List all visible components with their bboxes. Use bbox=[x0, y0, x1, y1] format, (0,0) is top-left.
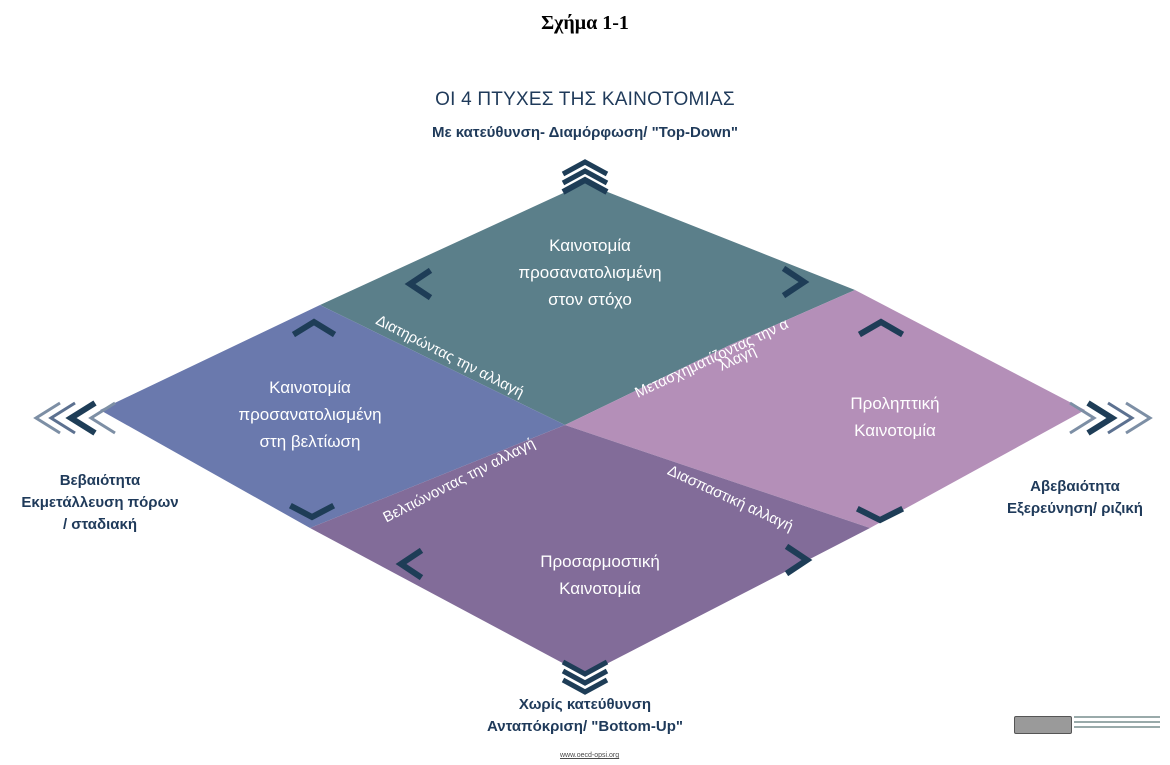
right-quadrant-down-chevron-icon bbox=[855, 505, 905, 524]
right-axis-label: Αβεβαιότητα Εξερεύνηση/ ριζική bbox=[980, 476, 1170, 520]
quadrant-right-line2: Καινοτομία bbox=[854, 421, 936, 440]
left-axis-line1: Βεβαιότητα bbox=[59, 472, 141, 489]
quadrant-bottom-label: Προσαρμοστική Καινοτομία bbox=[500, 548, 700, 602]
license-fine-print bbox=[1074, 716, 1160, 731]
diagram-title: ΟΙ 4 ΠΤΥΧΕΣ ΤΗΣ ΚΑΙΝΟΤΟΜΙΑΣ bbox=[435, 89, 735, 110]
quadrant-top-shape bbox=[320, 183, 855, 425]
quadrant-left-label: Καινοτομία προσανατολισμένη στη βελτίωση bbox=[190, 374, 430, 455]
bottom-axis-line1: Χωρίς κατεύθυνση bbox=[518, 696, 652, 713]
bottom-quadrant-left-chevron-icon bbox=[395, 547, 424, 581]
bottom-arrow-icon bbox=[561, 659, 609, 695]
right-arrow-icon bbox=[1069, 400, 1153, 436]
bottom-axis-label: Χωρίς κατεύθυνση Ανταπόκριση/ "Bottom-Up… bbox=[420, 694, 750, 738]
quadrant-left-shape bbox=[100, 305, 565, 528]
left-arrow-icon bbox=[33, 400, 116, 436]
right-axis-line1: Αβεβαιότητα bbox=[1030, 478, 1120, 495]
quadrant-left-line3: στη βελτίωση bbox=[259, 432, 361, 451]
quadrant-bottom-line1: Προσαρμοστική bbox=[540, 552, 660, 571]
left-axis-label: Βεβαιότητα Εκμετάλλευση πόρων / σταδιακή bbox=[0, 470, 200, 536]
creative-commons-badge-icon bbox=[1014, 716, 1072, 734]
left-quadrant-down-chevron-icon bbox=[288, 502, 336, 521]
top-arrow-icon bbox=[561, 159, 609, 195]
footer-url-link[interactable]: www.oecd-opsi.org bbox=[560, 752, 620, 759]
quadrant-left-line1: Καινοτομία bbox=[269, 378, 351, 397]
left-quadrant-up-chevron-icon bbox=[291, 318, 337, 338]
left-axis-line3: / σταδιακή bbox=[62, 516, 138, 533]
top-axis-label: Με κατεύθυνση- Διαμόρφωση/ "Top-Down" bbox=[432, 124, 738, 141]
bottom-quadrant-right-chevron-icon bbox=[784, 543, 813, 577]
right-axis-line2: Εξερεύνηση/ ριζική bbox=[1007, 500, 1143, 517]
bottom-axis-line2: Ανταπόκριση/ "Bottom-Up" bbox=[486, 718, 684, 735]
quadrant-top-label: Καινοτομία προσανατολισμένη στον στόχο bbox=[470, 232, 710, 313]
quadrant-top-line3: στον στόχο bbox=[548, 290, 632, 309]
top-quadrant-left-chevron-icon bbox=[404, 267, 433, 301]
quadrant-top-line2: προσανατολισμένη bbox=[518, 263, 662, 282]
right-quadrant-up-chevron-icon bbox=[857, 318, 905, 338]
quadrant-top-line1: Καινοτομία bbox=[549, 236, 631, 255]
quadrant-right-shape bbox=[565, 290, 1085, 528]
quadrant-left-line2: προσανατολισμένη bbox=[238, 405, 382, 424]
quadrant-bottom-shape bbox=[310, 425, 870, 675]
quadrant-bottom-line2: Καινοτομία bbox=[559, 579, 641, 598]
figure-title: Σχήμα 1-1 bbox=[541, 12, 629, 34]
quadrant-right-label: Προληπτική Καινοτομία bbox=[800, 390, 990, 444]
top-quadrant-right-chevron-icon bbox=[781, 265, 810, 299]
left-axis-line2: Εκμετάλλευση πόρων bbox=[21, 494, 179, 511]
quadrant-right-line1: Προληπτική bbox=[850, 394, 940, 413]
